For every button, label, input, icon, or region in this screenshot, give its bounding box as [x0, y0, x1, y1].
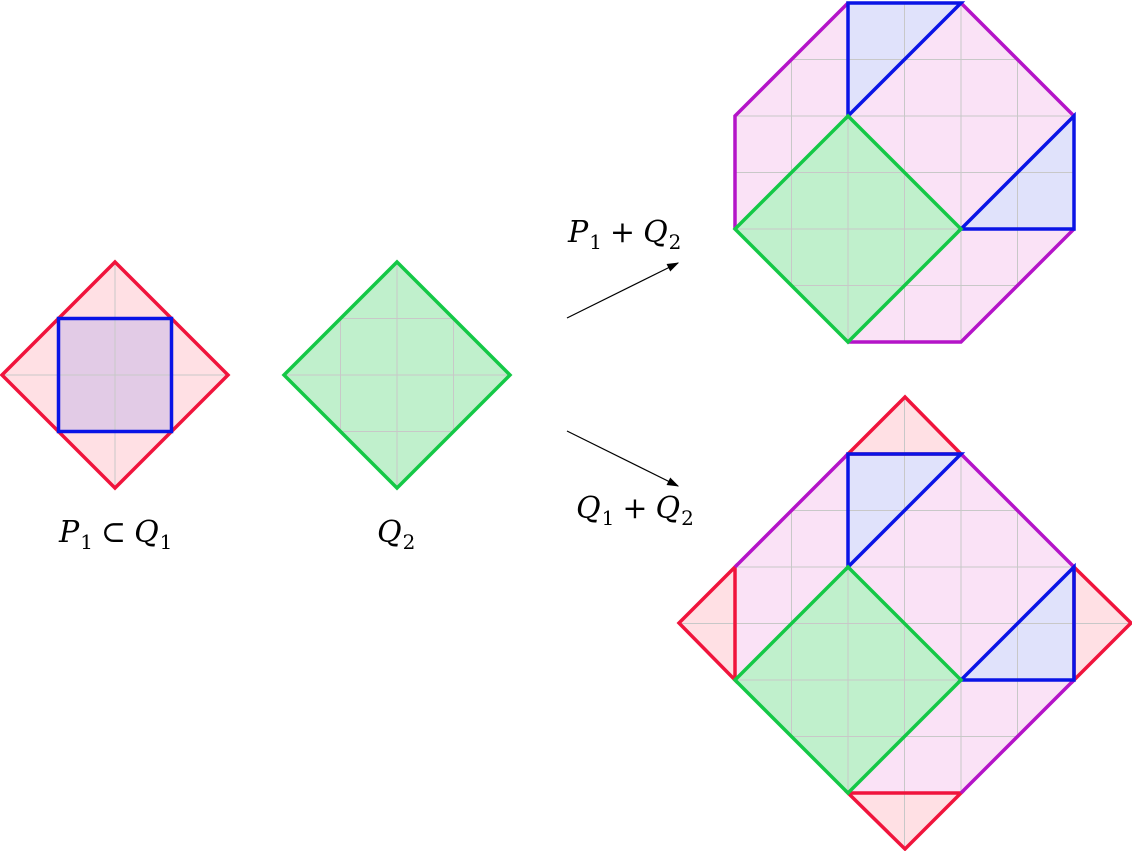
q2-grid: [284, 262, 510, 488]
label-p1-plus-q2-a: P: [568, 215, 589, 250]
label-q1-plus-q2: Q1+Q2: [576, 491, 694, 530]
p1-square: [56, 316, 174, 434]
big-blue-triangle-top: [846, 452, 966, 572]
q1-plus-q2-diamond-group: [676, 394, 1132, 851]
label-q1-plus-q2-b: Q: [655, 491, 681, 526]
arrow-to-p1-plus-q2: [566, 262, 680, 319]
label-q1-plus-q2-op: +: [622, 491, 648, 526]
label-p1-subset-q1-a: P: [59, 515, 80, 550]
label-q1-plus-q2-a-sub: 1: [601, 506, 615, 530]
octagon-blue-triangle-right: [956, 111, 1076, 231]
label-p1-subset-q1-b-sub: 1: [159, 530, 173, 554]
arrow-to-q1-plus-q2: [566, 430, 680, 487]
label-p1-plus-q2-a-sub: 1: [589, 230, 602, 254]
q2-diamond: [281, 259, 513, 491]
p1-plus-q2-octagon-group: [732, 1, 1076, 345]
octagon-blue-triangle-top: [846, 1, 966, 121]
label-p1-subset-q1-a-sub: 1: [80, 530, 93, 554]
q1-diamond-group: [0, 259, 231, 491]
label-p1-subset-q1-op: ⊂: [100, 515, 127, 550]
octagon-green-diamond: [732, 113, 964, 345]
label-q2-a-sub: 2: [402, 530, 416, 554]
octagon-magenta-edge-bottom-right: [848, 227, 1076, 344]
label-p1-plus-q2-op: +: [609, 215, 636, 250]
label-q1-plus-q2-b-sub: 2: [681, 506, 694, 530]
label-p1-plus-q2-b-sub: 2: [668, 230, 682, 254]
big-magenta-edge-top-left: [733, 452, 850, 569]
label-q1-plus-q2-a: Q: [576, 491, 601, 526]
octagon-magenta-edge-top-right: [959, 1, 1076, 118]
label-p1-plus-q2: P1 +Q2: [568, 215, 682, 254]
big-red-triangle-bottom: [843, 791, 966, 851]
label-q2-a: Q: [377, 515, 402, 550]
label-q2: Q2: [377, 515, 416, 554]
q2-diamond-group: [281, 259, 513, 491]
q1-grid: [2, 262, 228, 488]
q1-diamond-outline: [0, 259, 231, 491]
big-green-diamond: [732, 564, 964, 796]
big-magenta-edge-top-right: [959, 452, 1076, 569]
big-red-triangle-left: [676, 562, 737, 685]
label-p1-plus-q2-b: Q: [643, 215, 668, 250]
octagon-magenta-edge-left: [733, 1, 850, 229]
label-p1-subset-q1-b: Q: [134, 515, 159, 550]
big-magenta-edge-bottom-right: [959, 678, 1076, 795]
label-p1-subset-q1: P1⊂Q1: [59, 515, 173, 554]
big-blue-triangle-right: [956, 562, 1076, 682]
